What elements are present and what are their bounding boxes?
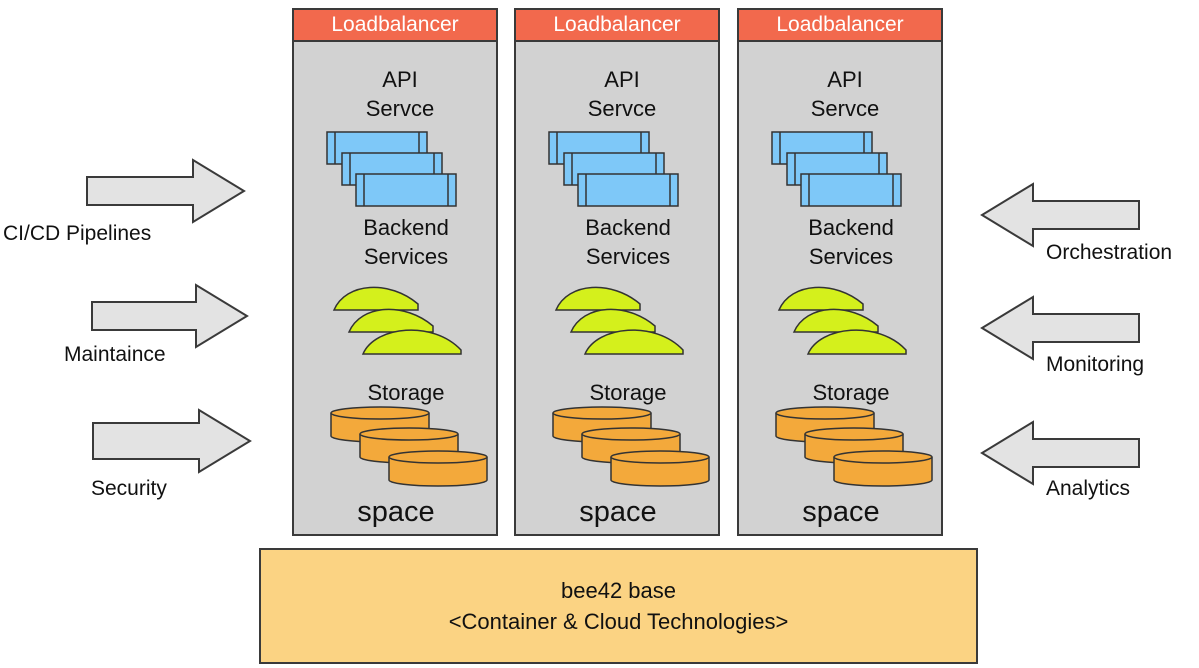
analytics-label: Analytics (1046, 477, 1131, 500)
backend-services-stack-icon (554, 286, 684, 355)
loadbalancer-header: Loadbalancer (516, 10, 718, 42)
storage-stack-icon (330, 406, 488, 487)
backend-services-label: Backend Services (585, 215, 671, 269)
storage-label: Storage (589, 380, 667, 405)
space-label: space (579, 496, 657, 528)
backend-services-label: Backend Services (808, 215, 894, 269)
base-title: bee42 base (561, 578, 676, 603)
orchestration-label: Orchestration (1046, 241, 1173, 264)
storage-stack-icon (552, 406, 710, 487)
orchestration-arrow-icon (980, 182, 1140, 248)
loadbalancer-header: Loadbalancer (294, 10, 496, 42)
maintaince-arrow-icon (91, 283, 249, 349)
storage-stack-icon (775, 406, 933, 487)
space-label: space (357, 496, 435, 528)
base-subtitle: <Container & Cloud Technologies> (448, 609, 789, 634)
backend-services-label: Backend Services (363, 215, 449, 269)
storage-label: Storage (367, 380, 445, 405)
security-label: Security (91, 477, 167, 500)
space-column-2: Loadbalancer API Servce Backend Services… (514, 8, 720, 536)
api-service-stack-icon (548, 131, 679, 207)
space-column-3: Loadbalancer API Servce Backend Services… (737, 8, 943, 536)
maintaince-label: Maintaince (64, 343, 166, 366)
cicd-arrow-icon (86, 158, 246, 224)
api-service-label: API Servce (587, 67, 657, 121)
security-arrow-icon (92, 408, 252, 474)
monitoring-arrow-icon (980, 295, 1140, 361)
api-service-label: API Servce (365, 67, 435, 121)
api-service-stack-icon (326, 131, 457, 207)
backend-services-stack-icon (777, 286, 907, 355)
api-service-stack-icon (771, 131, 902, 207)
monitoring-label: Monitoring (1046, 353, 1145, 376)
storage-label: Storage (812, 380, 890, 405)
backend-services-stack-icon (332, 286, 462, 355)
base-platform: bee42 base <Container & Cloud Technologi… (259, 548, 978, 664)
api-service-label: API Servce (810, 67, 880, 121)
analytics-arrow-icon (980, 420, 1140, 486)
space-label: space (802, 496, 880, 528)
space-column-1: Loadbalancer API Servce Backend Services… (292, 8, 498, 536)
loadbalancer-header: Loadbalancer (739, 10, 941, 42)
cicd-label: CI/CD Pipelines (3, 222, 152, 245)
